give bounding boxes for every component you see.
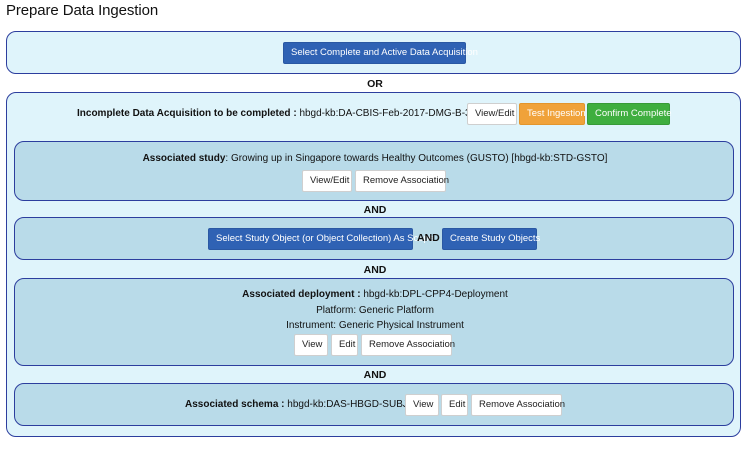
- study-label: Associated study: [142, 153, 226, 164]
- schema-value: hbgd-kb:DAS-HBGD-SUBJ: [287, 399, 408, 410]
- confirm-complete-button[interactable]: Confirm Complete: [587, 103, 672, 125]
- deployment-edit-button[interactable]: Edit: [331, 334, 358, 356]
- associated-schema-panel: [14, 383, 734, 426]
- study-line: Associated study: Growing up in Singapor…: [0, 153, 750, 164]
- deployment-instrument: Instrument: Generic Physical Instrument: [286, 320, 464, 331]
- deployment-remove-association-button[interactable]: Remove Association: [361, 334, 455, 356]
- schema-label: Associated schema :: [185, 399, 285, 410]
- deployment-view-button[interactable]: View: [294, 334, 328, 356]
- schema-line: Associated schema : hbgd-kb:DAS-HBGD-SUB…: [185, 399, 408, 410]
- select-study-object-scope-button[interactable]: Select Study Object (or Object Collectio…: [208, 228, 434, 250]
- page-title: Prepare Data Ingestion: [6, 2, 159, 19]
- study-view-edit-button[interactable]: View/Edit: [302, 170, 352, 192]
- acquisition-value: hbgd-kb:DA-CBIS-Feb-2017-DMG-B-3: [299, 108, 471, 119]
- test-ingestion-button[interactable]: Test Ingestion: [519, 103, 586, 125]
- deployment-value: hbgd-kb:DPL-CPP4-Deployment: [363, 289, 508, 300]
- acquisition-label: Incomplete Data Acquisition to be comple…: [77, 108, 297, 119]
- create-study-objects-button[interactable]: Create Study Objects: [442, 228, 540, 250]
- study-remove-association-button[interactable]: Remove Association: [355, 170, 449, 192]
- acquisition-view-edit-button[interactable]: View/Edit: [467, 103, 517, 125]
- and-separator-1: AND: [363, 204, 387, 216]
- schema-remove-association-button[interactable]: Remove Association: [471, 394, 565, 416]
- study-value: : Growing up in Singapore towards Health…: [225, 153, 608, 164]
- schema-view-button[interactable]: View: [405, 394, 439, 416]
- deployment-platform: Platform: Generic Platform: [316, 305, 434, 316]
- acquisition-line: Incomplete Data Acquisition to be comple…: [77, 108, 471, 119]
- and-separator-3: AND: [363, 369, 387, 381]
- schema-edit-button[interactable]: Edit: [441, 394, 468, 416]
- deployment-line: Associated deployment : hbgd-kb:DPL-CPP4…: [0, 289, 750, 300]
- select-complete-acquisition-button[interactable]: Select Complete and Active Data Acquisit…: [283, 42, 478, 64]
- and-separator-2: AND: [363, 264, 387, 276]
- deployment-label: Associated deployment :: [242, 289, 361, 300]
- or-separator: OR: [367, 78, 383, 90]
- and-inline-label: AND: [417, 232, 440, 244]
